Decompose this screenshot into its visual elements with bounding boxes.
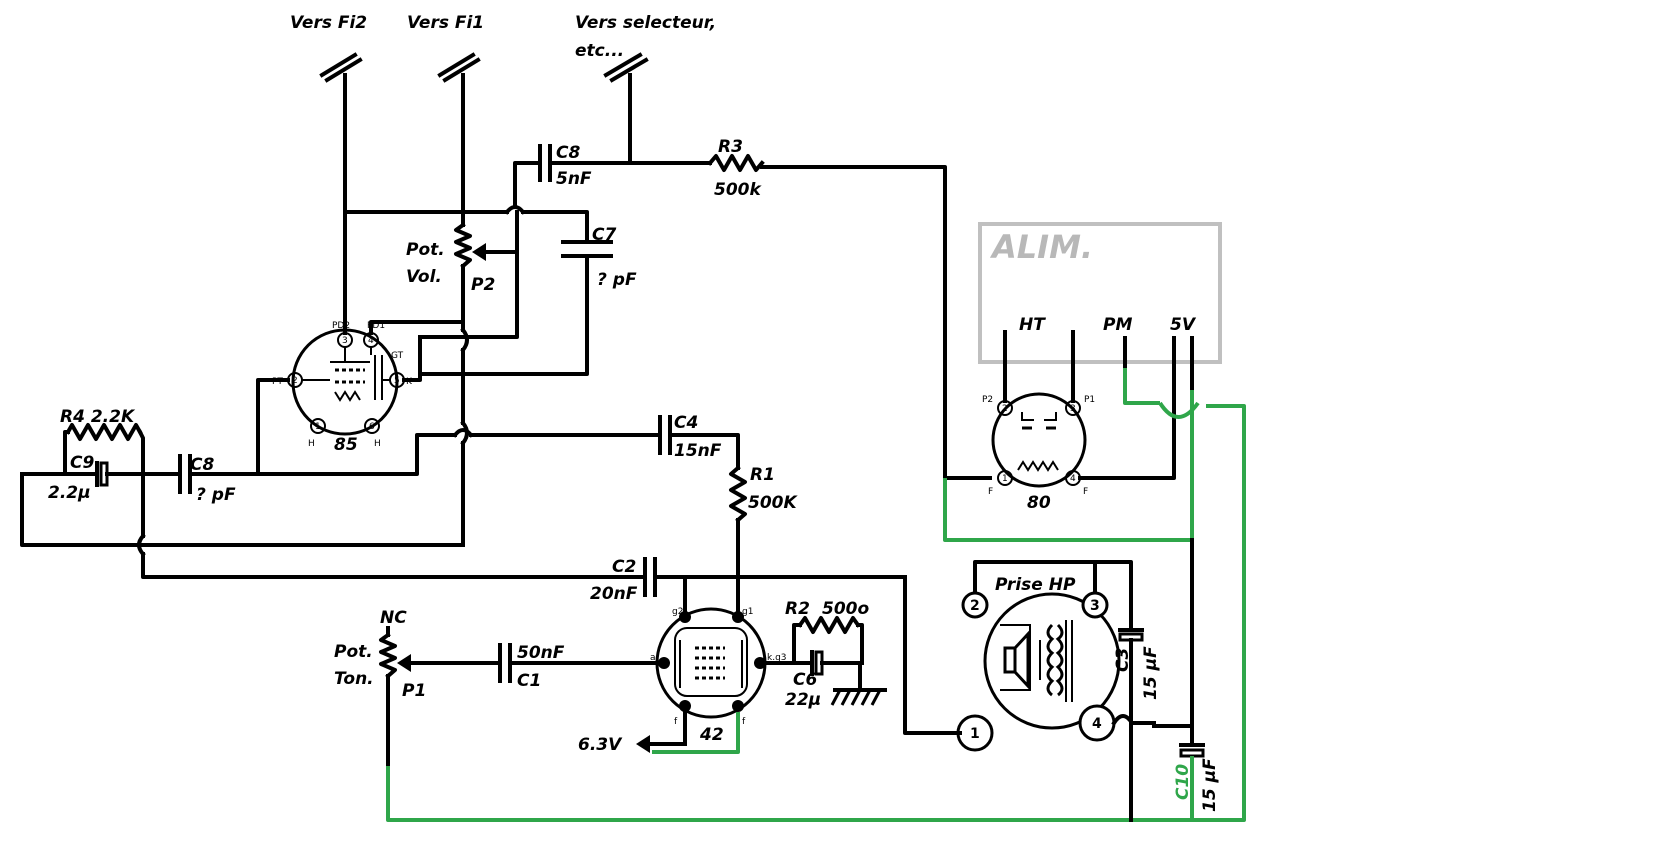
pin80-p1: P1: [1084, 395, 1095, 405]
svg-text:3: 3: [1090, 598, 1100, 614]
label-vers-selecteur: Vers selecteur,: [575, 13, 716, 33]
label-c1: C1: [517, 671, 541, 691]
label-tube-80: 80: [1027, 493, 1051, 513]
alim-box: [978, 222, 1222, 364]
label-c7: C7: [592, 225, 616, 245]
p1-wiper-arrow: [397, 654, 411, 672]
label-nc: NC: [380, 608, 407, 628]
hp-pin-4: 4: [1078, 704, 1116, 742]
label-c3: C3: [1113, 648, 1133, 672]
label-c4: C4: [674, 413, 698, 433]
label-c8-top: C8: [556, 143, 580, 163]
label-pot-vol-2: Vol.: [406, 267, 442, 287]
pin85-n3: 3: [342, 336, 348, 346]
label-p1: P1: [402, 681, 426, 701]
label-r2: R2: [785, 599, 810, 619]
label-c2: C2: [612, 557, 636, 577]
label-pot-ton-1: Pot.: [334, 642, 373, 662]
label-c7-val: ? pF: [597, 270, 637, 290]
resistor-r1: [729, 465, 747, 523]
pin85-n6: 6: [369, 422, 375, 432]
label-c8-mid-val: ? pF: [196, 485, 236, 505]
label-etc: etc...: [575, 41, 624, 61]
label-vers-fi2: Vers Fi2: [290, 13, 367, 33]
label-r1-val: 500K: [748, 493, 798, 513]
label-c2-val: 20nF: [590, 584, 638, 604]
pin85-h1: H: [308, 439, 315, 449]
label-c9-val: 2.2µ: [48, 483, 91, 503]
label-c8-mid: C8: [190, 455, 214, 475]
label-r2-val: 500o: [822, 599, 869, 619]
potentiometer-p1: [379, 632, 397, 679]
label-tube-42: 42: [699, 725, 724, 745]
potentiometer-p2: [454, 222, 472, 269]
connector-fi1: [437, 52, 481, 214]
hp-pin-2: 2: [961, 591, 989, 619]
resistor-r4: [65, 423, 143, 441]
label-5v: 5V: [1170, 315, 1197, 335]
label-r4: R4 2.2K: [60, 407, 136, 427]
label-r3: R3: [718, 137, 743, 157]
label-c10: C10: [1173, 764, 1193, 800]
pin42-kg3: k.g3: [767, 653, 787, 663]
label-c9: C9: [70, 453, 94, 473]
svg-text:2: 2: [970, 598, 980, 614]
label-c4-val: 15nF: [674, 441, 722, 461]
label-r3-val: 500k: [714, 180, 762, 200]
pin80-n3: 3: [1070, 404, 1076, 414]
pin42-a: a: [650, 653, 656, 663]
connector-fi2: [319, 52, 363, 214]
label-tube-85: 85: [334, 435, 358, 455]
svg-text:1: 1: [970, 726, 980, 742]
label-ht: HT: [1019, 315, 1046, 335]
pin80-f1: F: [988, 487, 993, 497]
pin85-gt: GT: [391, 351, 404, 361]
label-pot-vol-1: Pot.: [406, 240, 445, 260]
alim-label: ALIM.: [989, 228, 1093, 266]
label-vers-fi1: Vers Fi1: [407, 13, 484, 33]
pin42-f2: f: [742, 717, 746, 727]
pin42-g2: g2: [672, 607, 683, 617]
tube-80: [991, 392, 1087, 488]
pin80-n4: 4: [1070, 474, 1076, 484]
v63-arrow: [636, 735, 650, 753]
pin80-n2: 2: [1002, 404, 1008, 414]
pin85-n1: 1: [315, 422, 321, 432]
pin80-f2: F: [1083, 487, 1088, 497]
connector-selecteur: [603, 52, 649, 165]
label-c1-val: 50nF: [517, 643, 565, 663]
label-6v3: 6.3V: [578, 735, 623, 755]
pin85-n2: 2: [292, 376, 298, 386]
pin85-pd2: PD2: [332, 321, 350, 331]
label-c6-val: 22µ: [785, 690, 821, 710]
ground-symbol: [830, 688, 887, 706]
svg-text:4: 4: [1092, 716, 1102, 732]
hp-pin-3: 3: [1081, 591, 1109, 619]
pin85-pd1: PD1: [367, 321, 385, 331]
pin85-n4: 4: [368, 336, 374, 346]
pin85-h2: H: [374, 439, 381, 449]
capacitor-c10: [1179, 743, 1205, 758]
resistor-r3: [707, 154, 765, 172]
hp-pin-1: 1: [956, 714, 994, 752]
label-pm: PM: [1103, 315, 1132, 335]
tube-42: [655, 607, 767, 719]
label-pot-ton-2: Ton.: [334, 669, 374, 689]
label-c3-val: 15 µF: [1141, 646, 1161, 700]
pin42-f1: f: [674, 717, 678, 727]
label-prise-hp: Prise HP: [995, 575, 1076, 595]
label-r1: R1: [750, 465, 775, 485]
speaker-hp: [973, 560, 1121, 730]
pin85-n5: 5: [394, 376, 400, 386]
resistor-r2: [797, 616, 861, 634]
pin80-p2: P2: [982, 395, 993, 405]
label-c6: C6: [793, 670, 817, 690]
pin80-n1: 1: [1002, 474, 1008, 484]
p2-wiper-arrow: [472, 243, 486, 261]
label-c10-val: 15 µF: [1200, 758, 1220, 812]
pin42-g1: g1: [742, 607, 753, 617]
label-c8-top-val: 5nF: [556, 169, 592, 189]
label-p2: P2: [471, 275, 495, 295]
